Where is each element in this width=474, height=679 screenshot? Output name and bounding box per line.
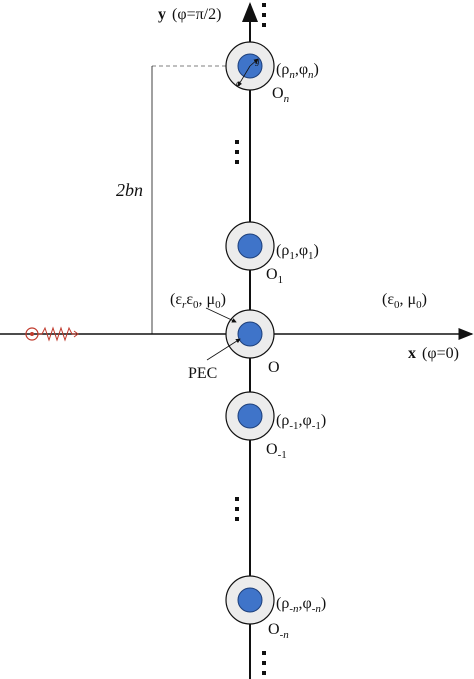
ellipsis-upper [235, 140, 239, 164]
medium-outer-label: (ε0, μ0) [382, 291, 427, 311]
y-axis-phi-label: (φ=π/2) [172, 6, 221, 23]
origin-label: O [268, 359, 280, 376]
spacing-label: 2bn [116, 180, 143, 200]
ellipsis-top [262, 3, 266, 27]
svg-text:(ρ-1,φ-1): (ρ-1,φ-1) [276, 412, 326, 432]
svg-text:O-n: O-n [268, 621, 289, 641]
ellipsis-lower [235, 497, 239, 521]
svg-text:(ρn,φn): (ρn,φn) [276, 61, 319, 81]
line-source-icon [25, 326, 79, 342]
cylinder-O [225, 309, 275, 359]
pec-label: PEC [188, 365, 217, 382]
cylinder-On: g a [225, 41, 275, 91]
svg-text:(ρ1,φ1): (ρ1,φ1) [276, 242, 319, 262]
svg-text:O-1: O-1 [266, 441, 287, 461]
svg-text:(ε0, μ0): (ε0, μ0) [382, 291, 427, 311]
svg-text:(ρ-n,φ-n): (ρ-n,φ-n) [276, 595, 326, 615]
coord-O-1: (ρ-1,φ-1) O-1 [266, 412, 326, 461]
y-axis-label: y [158, 6, 166, 23]
cylinder-O-1 [225, 391, 275, 441]
coord-O-n: (ρ-n,φ-n) O-n [268, 595, 326, 641]
medium-inner-label: (εrε0, μ0) [170, 291, 226, 311]
svg-text:(εrε0, μ0): (εrε0, μ0) [170, 291, 226, 311]
radius-a-label: a [236, 78, 241, 88]
x-axis-label: x [408, 345, 416, 362]
medium-arrow [205, 307, 237, 323]
svg-text:O1: O1 [266, 266, 283, 286]
svg-text:On: On [272, 85, 290, 105]
ellipsis-bottom [262, 651, 266, 675]
radius-g-label: g [255, 56, 260, 66]
x-axis-phi-label: (φ=0) [422, 345, 459, 362]
cylinder-O-n [225, 575, 275, 625]
pec-arrow [206, 338, 241, 361]
coord-On: (ρn,φn) On [272, 61, 319, 105]
cylinder-O1 [225, 221, 275, 271]
